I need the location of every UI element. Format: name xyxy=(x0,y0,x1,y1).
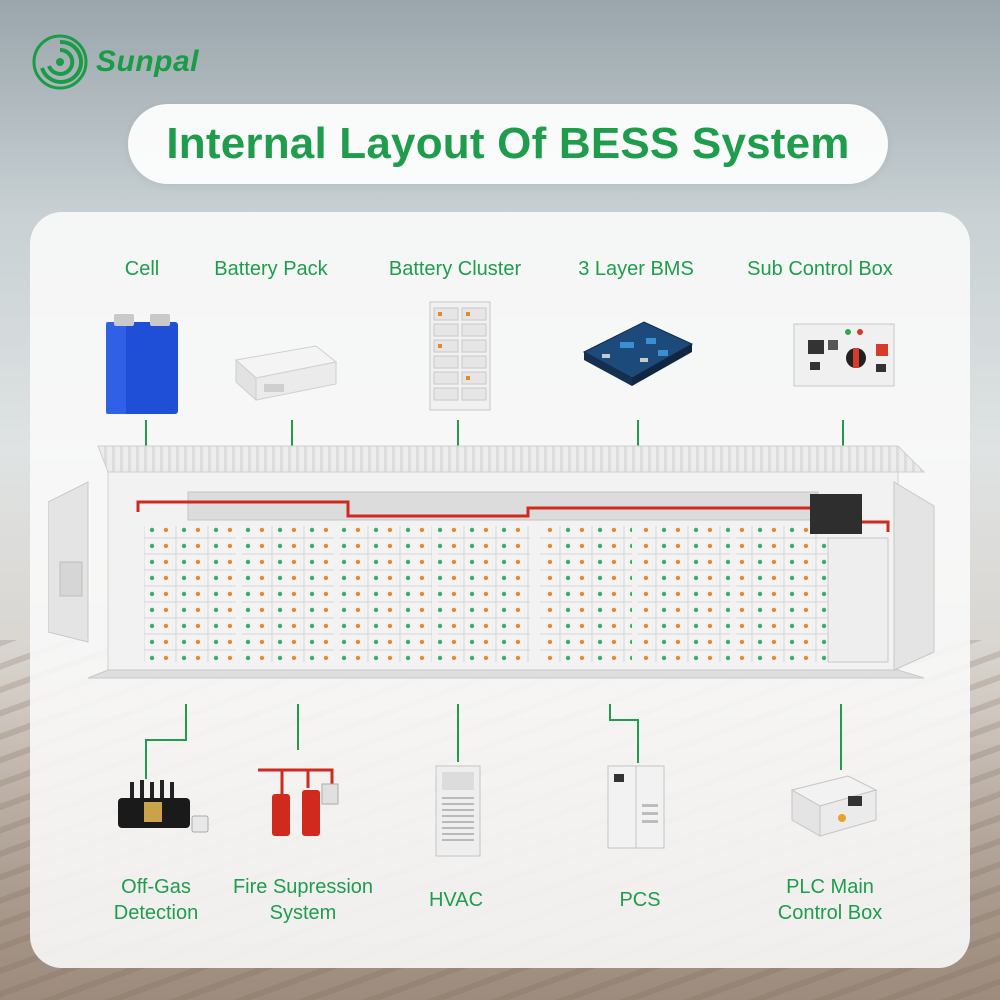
label-fire-supression-system: Fire Supression System xyxy=(232,876,374,924)
connector-bms xyxy=(637,420,639,468)
connector-pcs-a xyxy=(609,704,611,720)
label-pcs: PCS xyxy=(619,889,661,911)
label-battery-pack: Battery Pack xyxy=(214,258,328,280)
connector-cell xyxy=(145,420,147,462)
label-plc-main-control-box: PLC Main Control Box xyxy=(777,876,883,924)
fire-supression-image xyxy=(258,768,339,836)
label-battery-cluster: Battery Cluster xyxy=(388,258,522,280)
pcs-image xyxy=(607,765,665,849)
connector-battery-cluster xyxy=(457,420,459,468)
connector-off-gas-b xyxy=(145,739,187,741)
title-banner: Internal Layout Of BESS System xyxy=(128,104,888,184)
connector-plc xyxy=(840,704,842,770)
connector-battery-pack xyxy=(291,420,293,466)
label-3-layer-bms: 3 Layer BMS xyxy=(578,258,694,280)
connector-fire-supression xyxy=(297,704,299,750)
battery-pack-image xyxy=(234,345,338,402)
cell-image xyxy=(106,314,178,414)
bms-board-image xyxy=(582,321,694,386)
off-gas-detector-image xyxy=(118,780,209,833)
connector-pcs-b xyxy=(609,719,639,721)
connector-sub-control-box xyxy=(842,420,844,468)
sunpal-swirl-icon xyxy=(32,34,88,90)
label-cell: Cell xyxy=(124,258,160,280)
label-sub-control-box: Sub Control Box xyxy=(747,258,893,280)
sub-control-box-image xyxy=(793,323,895,387)
connector-pcs-c xyxy=(637,719,639,763)
page-title: Internal Layout Of BESS System xyxy=(166,119,850,168)
label-off-gas-detection: Off-Gas Detection xyxy=(113,876,199,924)
connector-off-gas-c xyxy=(145,739,147,779)
hvac-image xyxy=(435,765,481,857)
brand-name: Sunpal xyxy=(96,45,200,78)
brand-logo: Sunpal xyxy=(32,34,199,90)
bess-container-image xyxy=(48,445,935,679)
battery-cluster-image xyxy=(429,301,491,411)
connector-off-gas-a xyxy=(185,704,187,740)
connector-hvac xyxy=(457,704,459,762)
plc-control-box-image xyxy=(790,775,878,837)
label-hvac: HVAC xyxy=(428,889,484,911)
